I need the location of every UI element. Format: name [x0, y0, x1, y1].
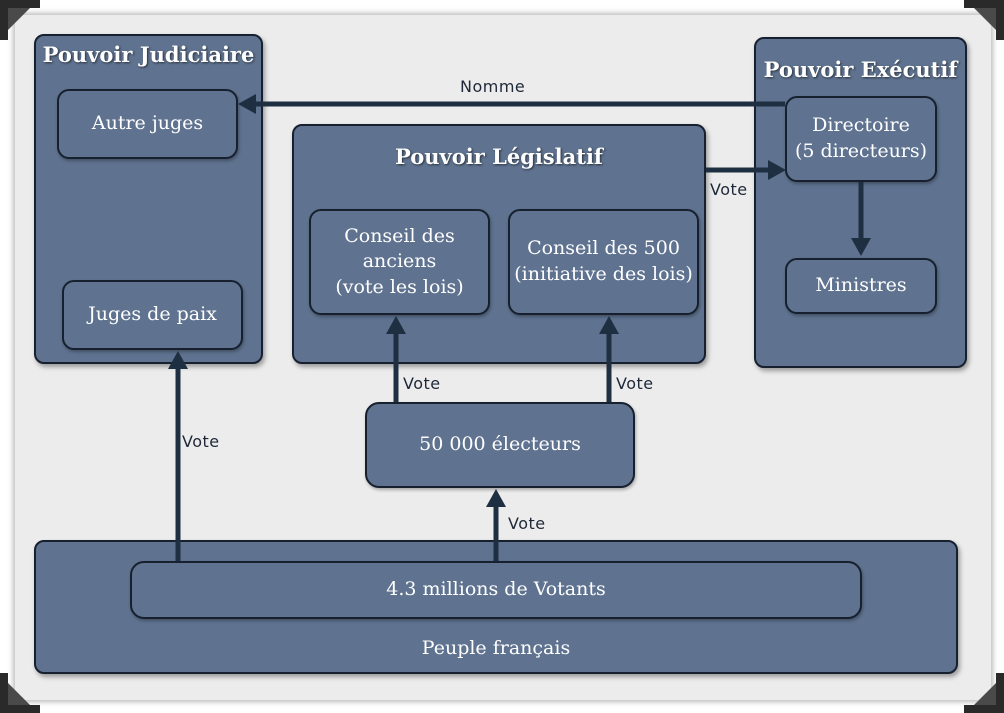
pouvoir-executif-title: Pouvoir Exécutif: [763, 57, 958, 82]
arrow-vote-juges: [168, 351, 188, 561]
peuple-francais-label: Peuple français: [421, 637, 571, 659]
electeurs-box: 50 000 électeurs: [365, 402, 635, 488]
arrow-nomme: [238, 94, 785, 114]
pouvoir-judiciaire-title: Pouvoir Judiciaire: [42, 42, 255, 67]
conseil-500-box: Conseil des 500 (initiative des lois): [508, 209, 699, 315]
autres-juges-box: Autre juges: [57, 89, 238, 159]
conseil-anciens-box: Conseil des anciens (vote les lois): [309, 209, 490, 315]
label-vote-electeurs: Vote: [508, 514, 546, 533]
corner-top-left: [0, 0, 40, 40]
label-vote-juges: Vote: [182, 432, 220, 451]
corner-bottom-left: [0, 673, 40, 713]
juges-de-paix-box: Juges de paix: [62, 280, 243, 350]
arrow-directoire-ministres: [851, 182, 871, 256]
corner-top-right: [964, 0, 1004, 40]
votants-box: 4.3 millions de Votants: [130, 561, 862, 619]
directoire-box: Directoire (5 directeurs): [785, 96, 937, 182]
label-vote-anciens: Vote: [403, 374, 441, 393]
arrow-vote-anciens: [386, 316, 406, 402]
arrow-vote-electeurs: [486, 489, 506, 561]
label-nomme: Nomme: [460, 77, 526, 96]
corner-bottom-right: [964, 673, 1004, 713]
arrow-vote-500: [599, 316, 619, 402]
pouvoir-legislatif-title: Pouvoir Législatif: [395, 144, 603, 169]
arrow-vote-executif: [706, 160, 786, 180]
label-vote-500: Vote: [616, 374, 654, 393]
ministres-box: Ministres: [785, 258, 937, 314]
label-vote-executif: Vote: [710, 180, 748, 199]
